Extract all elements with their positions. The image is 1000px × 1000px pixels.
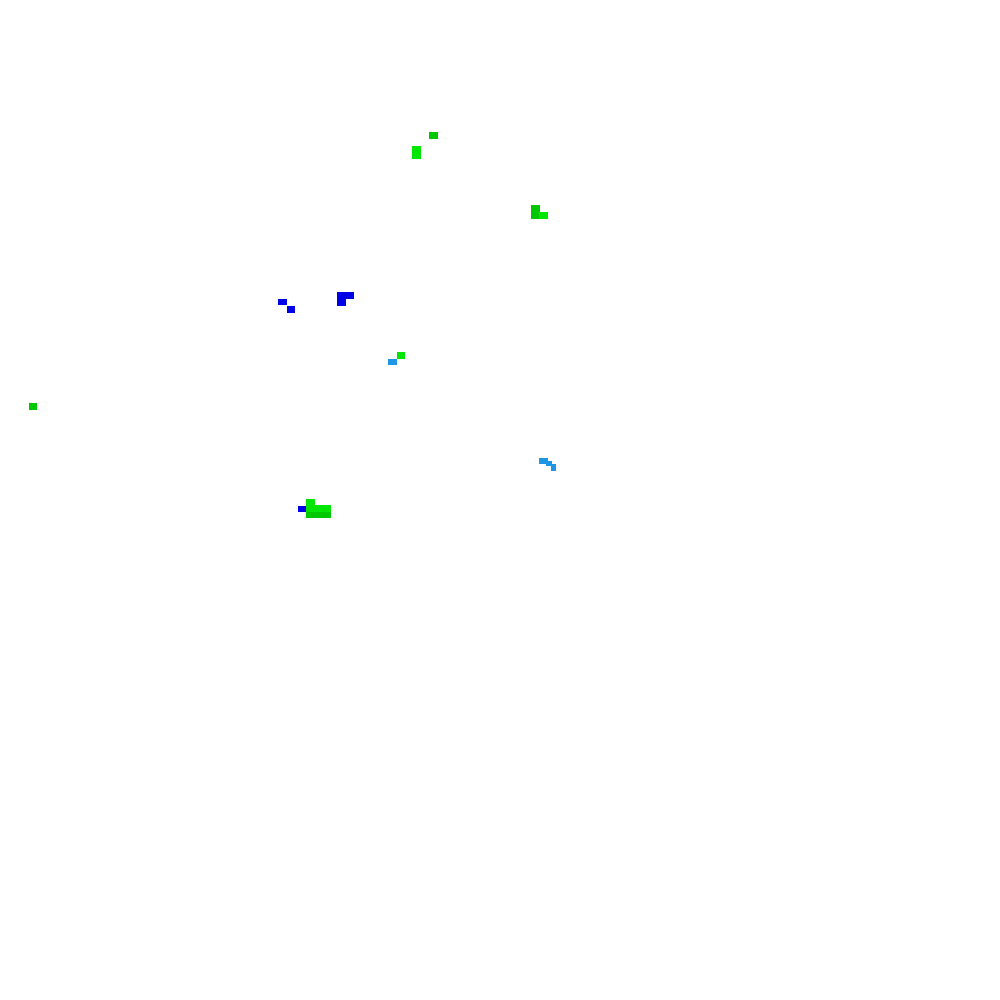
pixel bbox=[306, 499, 315, 506]
pixel bbox=[298, 506, 306, 512]
pixel bbox=[539, 212, 548, 219]
pixel bbox=[337, 292, 354, 299]
pixel bbox=[29, 403, 37, 410]
pixel bbox=[287, 306, 295, 313]
pixel bbox=[278, 299, 287, 305]
pixel bbox=[429, 132, 438, 139]
pixel bbox=[306, 505, 331, 512]
pixel bbox=[539, 458, 548, 464]
pixel bbox=[337, 299, 346, 306]
pixel bbox=[388, 359, 397, 365]
pixel bbox=[397, 352, 405, 359]
pixel bbox=[551, 464, 556, 471]
pixel bbox=[412, 146, 421, 159]
pixel bbox=[306, 512, 331, 518]
pixel bbox=[546, 461, 552, 466]
pixel bbox=[531, 205, 540, 219]
